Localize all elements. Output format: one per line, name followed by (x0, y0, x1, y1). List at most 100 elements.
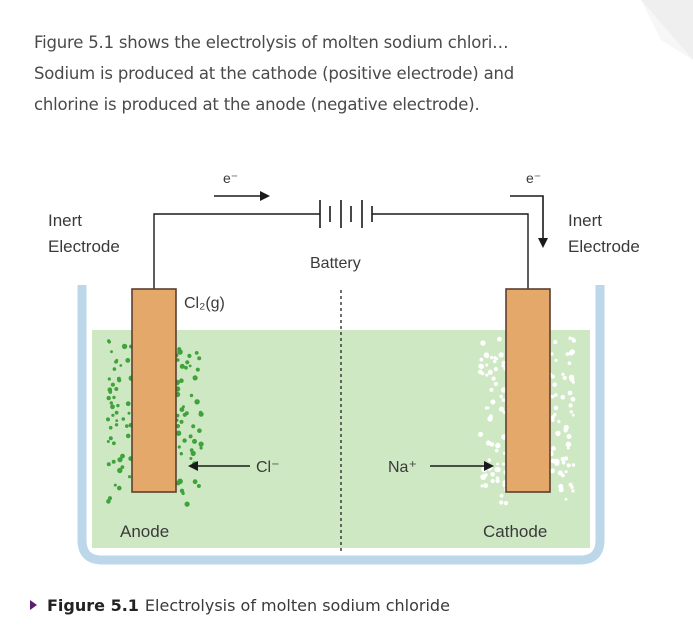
chlorine-bubble (111, 459, 116, 464)
sodium-particle (564, 470, 568, 474)
chlorine-bubble (117, 485, 122, 491)
sodium-particle (550, 352, 554, 356)
electron-label-left: e⁻ (223, 170, 238, 186)
sodium-particle (571, 463, 576, 467)
chlorine-bubble (184, 501, 190, 507)
battery-icon (319, 200, 373, 228)
sodium-particle (563, 425, 569, 431)
sodium-particle (567, 390, 573, 396)
chlorine-bubble (175, 424, 180, 429)
chlorine-bubble (111, 413, 115, 417)
sodium-particle (568, 482, 573, 487)
sodium-particle (498, 406, 505, 412)
sodium-particle (568, 336, 572, 341)
chlorine-bubble (190, 450, 196, 456)
sodium-particle (481, 466, 487, 473)
sodium-particle (562, 375, 567, 380)
battery-label: Battery (310, 255, 361, 272)
sodium-particle (554, 458, 560, 465)
sodium-particle (503, 501, 509, 506)
chlorine-bubble (114, 387, 119, 391)
chlorine-bubble (199, 446, 203, 450)
sodium-particle (483, 483, 487, 487)
chlorine-bubble (120, 453, 125, 459)
chlorine-bubble (192, 375, 198, 381)
sodium-particle (499, 493, 504, 498)
chlorine-bubble (114, 423, 119, 427)
chlorine-bubble (189, 393, 194, 398)
intro-line-2: Sodium is produced at the cathode (posit… (34, 64, 515, 83)
beaker (77, 285, 605, 565)
sodium-particle (550, 374, 556, 379)
chlorine-bubble (107, 387, 113, 393)
chlorine-bubble (128, 475, 132, 479)
sodium-particle (498, 352, 504, 358)
sodium-particle (560, 456, 566, 462)
chlorine-bubble (125, 358, 131, 363)
sodium-particle (493, 356, 497, 360)
chlorine-bubble (185, 360, 190, 365)
sodium-particle (553, 340, 558, 345)
chlorine-bubble (110, 404, 115, 410)
chlorine-bubble (181, 491, 185, 496)
sodium-particle (550, 415, 555, 420)
chlorine-bubble (179, 378, 184, 384)
sodium-particle (551, 418, 555, 422)
chloride-ion-label: Cl⁻ (256, 459, 280, 476)
sodium-particle (557, 420, 561, 424)
sodium-particle (493, 381, 498, 387)
sodium-particle (564, 497, 568, 501)
chlorine-bubble (179, 407, 185, 412)
sodium-particle (569, 377, 575, 382)
caption-figure-number: Figure 5.1 (47, 596, 139, 615)
chlorine-bubble (194, 399, 200, 405)
sodium-particle (499, 500, 504, 505)
chlorine-bubble (107, 340, 112, 344)
sodium-particle (501, 360, 506, 365)
sodium-particle (561, 460, 566, 465)
chlorine-bubble (184, 365, 188, 370)
chlorine-bubble (192, 479, 198, 485)
sodium-particle (558, 487, 564, 493)
anode-label: Anode (120, 522, 169, 541)
chlorine-bubble (110, 382, 115, 387)
chlorine-bubbles (106, 339, 204, 507)
chlorine-bubble (187, 353, 192, 358)
caption-text: Electrolysis of molten sodium chloride (144, 596, 450, 615)
chlorine-bubble (179, 419, 184, 424)
chlorine-bubble (112, 367, 117, 371)
chlorine-bubble (177, 349, 183, 355)
chlorine-bubble (113, 483, 117, 487)
intro-paragraph: Figure 5.1 shows the electrolysis of mol… (34, 27, 664, 120)
chlorine-bubble (112, 441, 116, 446)
sodium-particle (494, 448, 499, 453)
chlorine-gas-label: Cl₂(g) (184, 295, 225, 312)
chlorine-bubble (106, 440, 110, 443)
sodium-particle (550, 468, 555, 474)
sodium-particle (496, 462, 499, 466)
chlorine-bubble (189, 457, 193, 460)
sodium-particle (478, 363, 484, 369)
chlorine-bubble (115, 419, 119, 422)
intro-line-3: chlorine is produced at the anode (negat… (34, 95, 480, 114)
chlorine-bubble (117, 457, 123, 463)
chlorine-bubble (121, 343, 128, 350)
chlorine-bubble (107, 377, 111, 381)
sodium-particle (571, 489, 575, 493)
sodium-particle (480, 484, 484, 488)
sodium-particle (497, 336, 502, 342)
sodium-particle (490, 355, 494, 360)
sodium-particle (484, 473, 488, 477)
sodium-particle (569, 410, 573, 414)
sodium-particle (487, 416, 493, 422)
sodium-particle (560, 394, 566, 400)
sodium-particle (487, 458, 492, 463)
sodium-particle (554, 358, 558, 362)
sodium-particle (493, 359, 497, 364)
chlorine-bubble (106, 417, 110, 422)
chlorine-bubble (188, 434, 193, 439)
chlorine-bubble (197, 356, 202, 361)
electron-flow-arrow-right (510, 195, 548, 248)
chlorine-bubble (114, 410, 119, 415)
